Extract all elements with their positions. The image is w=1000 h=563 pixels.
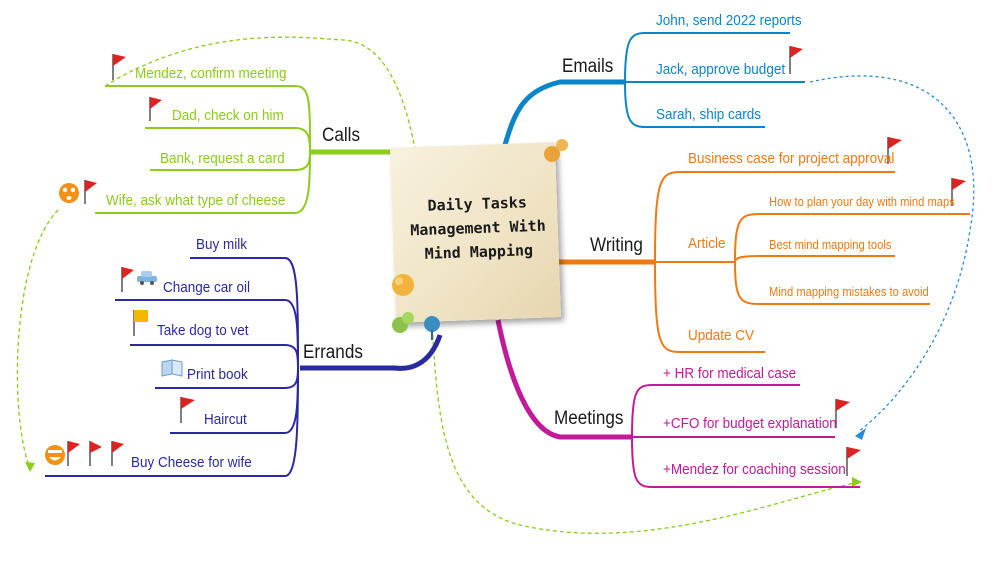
emails-item: Jack, approve budget [656, 61, 786, 78]
errands-item: Print book [187, 366, 248, 383]
arrowhead-icon [855, 428, 866, 440]
meetings-item: +CFO for budget explanation [663, 415, 837, 432]
flag-icon [951, 178, 966, 206]
errands-item: Haircut [204, 411, 247, 428]
errands-item: Buy milk [196, 236, 248, 253]
errands-item: Buy Cheese for wife [131, 454, 252, 471]
writing-item: Update CV [688, 327, 755, 344]
link-jack-budget-to-cfo [809, 75, 975, 433]
smiley-icon [59, 183, 79, 203]
meetings-item: + HR for medical case [663, 365, 797, 382]
flag-icon [789, 46, 803, 74]
central-title: Daily Tasks Management With Mind Mapping [397, 189, 559, 267]
car-icon [137, 271, 157, 285]
calls-item: Dad, check on him [172, 107, 284, 124]
errands-item: Change car oil [163, 279, 251, 296]
errands-branch-lines [45, 257, 443, 477]
flag-icon [121, 267, 134, 292]
calls-item: Mendez, confirm meeting [135, 65, 287, 82]
calls-branch-lines [95, 85, 396, 214]
emails-item: Sarah, ship cards [656, 106, 762, 123]
arrowhead-icon [852, 477, 862, 487]
flag-icon [835, 399, 850, 428]
flag-icon [149, 97, 162, 121]
article-item: How to plan your day with mind maps [769, 194, 955, 209]
article-item: Mind mapping mistakes to avoid [769, 284, 929, 299]
errands-item: Take dog to vet [157, 322, 249, 339]
flag-icon [89, 441, 102, 466]
flag-icon [112, 54, 126, 80]
writing-branch-lines [558, 171, 970, 353]
emails-item: John, send 2022 reports [656, 12, 802, 29]
article-item: Best mind mapping tools [769, 237, 892, 252]
arrowhead-icon [25, 462, 35, 472]
smiley-icon [45, 445, 65, 465]
branch-label-meetings: Meetings [554, 408, 624, 429]
branch-label-calls: Calls [322, 125, 361, 146]
branch-label-errands: Errands [303, 342, 363, 363]
emails-branch-lines [502, 32, 805, 146]
flag-icon [84, 180, 97, 204]
flag-icon [111, 441, 124, 466]
meetings-item: +Mendez for coaching session [663, 461, 846, 478]
book-icon [161, 359, 183, 377]
writing-item: Article [688, 235, 726, 252]
link-mendez-calls-to-meeting [104, 36, 861, 534]
writing-item: Business case for project approval [688, 150, 895, 167]
flag-icon [180, 397, 195, 423]
branch-label-emails: Emails [562, 56, 614, 77]
meetings-branch-lines [495, 319, 860, 488]
flag-icon [887, 137, 902, 164]
link-wife-to-buy-cheese [16, 209, 59, 469]
calls-item: Bank, request a card [160, 150, 285, 167]
calls-item: Wife, ask what type of cheese [106, 192, 286, 209]
flag-icon [846, 447, 861, 476]
branch-label-writing: Writing [590, 235, 643, 256]
flag-icon [133, 310, 148, 336]
flag-icon [67, 441, 80, 466]
